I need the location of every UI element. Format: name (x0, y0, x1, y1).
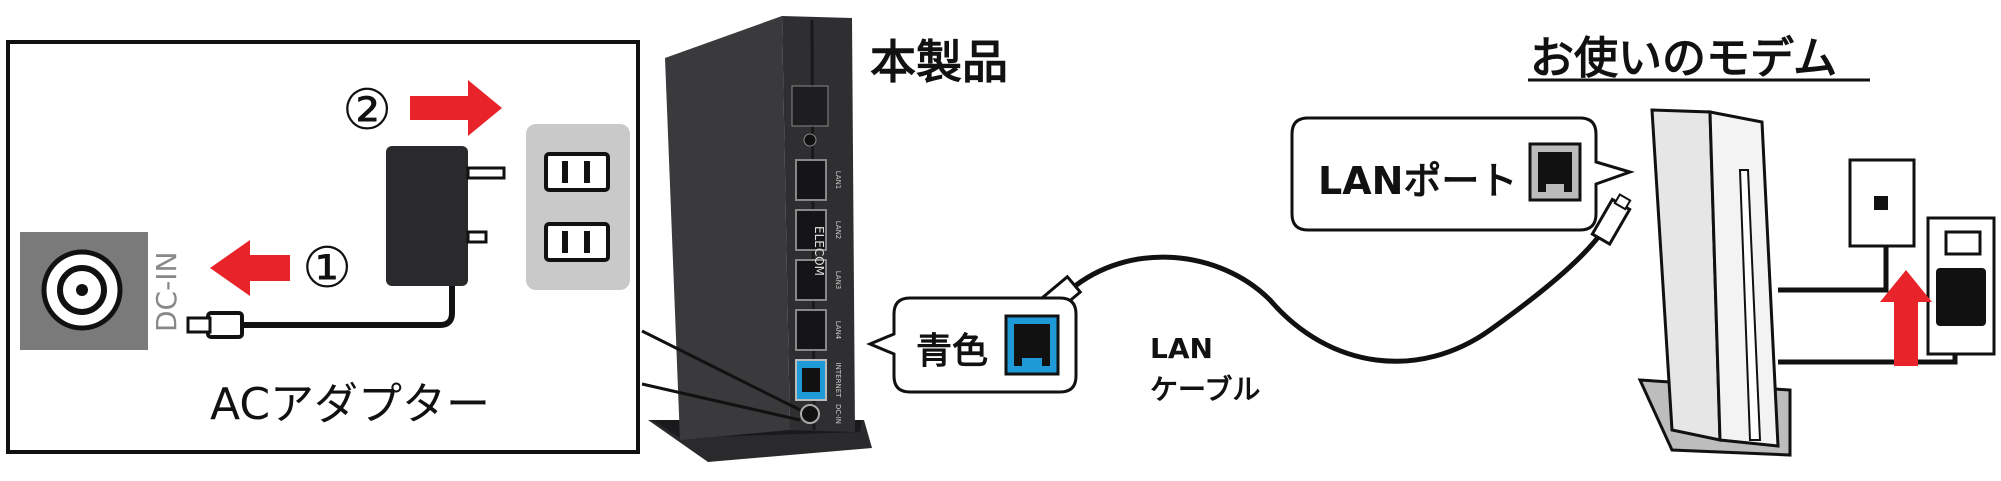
dc-plug (186, 290, 455, 339)
inset-step1-label: ① (302, 236, 353, 301)
router-brand-label: ELECOM (812, 226, 826, 277)
router-dc-in-port (800, 404, 820, 424)
router-port-label-internet: INTERNET (834, 363, 842, 399)
router-port-label-lan4: LAN4 (834, 321, 842, 340)
arrow-step1 (210, 240, 290, 296)
inset-step2-label: ② (342, 78, 393, 143)
callout-lan-port (1290, 116, 1635, 232)
inset-dc-in-label: DC-IN (150, 251, 183, 332)
dc-in-jack-pin (76, 284, 88, 296)
product-title: 本製品 (870, 35, 1008, 89)
adapter-inset (6, 40, 640, 454)
router-side (665, 16, 790, 440)
ac-adapter-body (386, 146, 468, 286)
callout-lan-port-label: LANポート (1318, 159, 1518, 203)
arrow-modem-plug (1880, 270, 1932, 366)
callout-blue (866, 296, 1078, 394)
wall-outlet (526, 124, 630, 290)
router-port-label-lan1: LAN1 (834, 171, 842, 190)
cable-label-line1: LAN (1150, 332, 1213, 365)
router-port-label-dc-in: DC-IN (834, 404, 842, 424)
router-lan-ports (795, 159, 827, 351)
inset-adapter-label: ACアダプター (210, 379, 491, 430)
modem-device (1637, 108, 1996, 457)
cable-label-line2: ケーブル (1150, 373, 1261, 406)
router-port-label-lan3: LAN3 (834, 271, 842, 290)
router-port-label-lan2: LAN2 (834, 221, 842, 240)
modem-title: お使いのモデム (1530, 33, 1838, 84)
arrow-step2 (410, 80, 502, 136)
router-product (641, 16, 872, 462)
callout-blue-label: 青色 (916, 331, 989, 372)
